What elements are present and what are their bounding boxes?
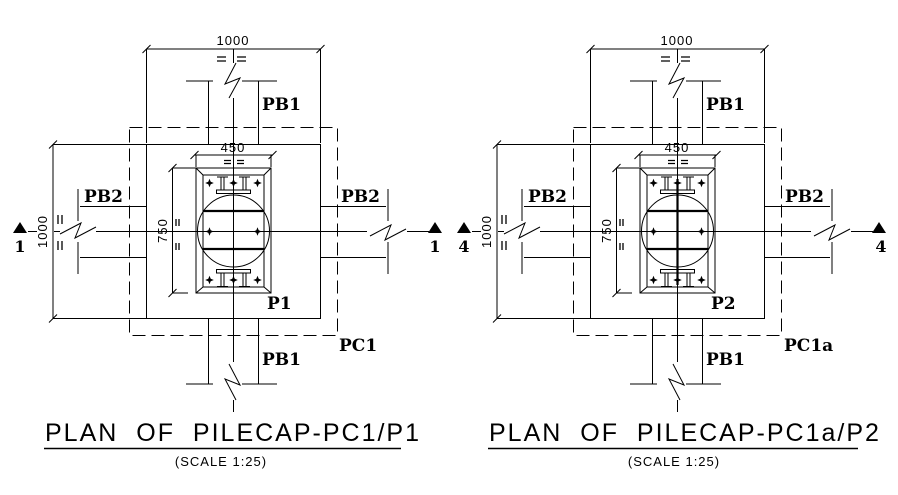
dim-pedestal-width: 450 (221, 140, 246, 155)
dim-pedestal-width: 450 (665, 140, 690, 155)
panel-pilecap-pc1a-p2: 1000 1000 450 750 PB1 PB2 PB2 P2 PC1a PB… (457, 33, 887, 469)
dim-overall-width: 1000 (217, 33, 250, 48)
beam-label-top: PB1 (706, 95, 745, 115)
dim-overall-height: 1000 (479, 215, 494, 248)
beam-label-bottom: PB1 (262, 350, 301, 370)
pilecap-plan-linework (13, 45, 442, 412)
beam-label-top: PB1 (262, 95, 301, 115)
section-marker-number-right: 1 (429, 237, 440, 256)
panel-pilecap-pc1-p1: 1000 1000 450 750 PB1 PB2 PB2 P1 PC1 PB1… (13, 33, 442, 469)
dim-pedestal-height: 750 (155, 218, 170, 243)
beam-label-left: PB2 (84, 187, 123, 207)
beam-label-right: PB2 (785, 187, 824, 207)
scale-note: (SCALE 1:25) (628, 454, 720, 469)
beam-label-bottom: PB1 (706, 350, 745, 370)
section-marker-number-right: 4 (875, 237, 886, 256)
pilecap-label: PC1a (784, 336, 833, 356)
beam-label-left: PB2 (528, 187, 567, 207)
dim-overall-width: 1000 (661, 33, 694, 48)
section-marker-number-left: 1 (14, 237, 25, 256)
scale-note: (SCALE 1:25) (175, 454, 267, 469)
panel-title: PLAN OF PILECAP-PC1/P1 (45, 419, 421, 447)
panel-title: PLAN OF PILECAP-PC1a/P2 (489, 419, 881, 447)
column-label: P1 (267, 294, 292, 314)
pilecap-label: PC1 (339, 336, 377, 356)
column-label: P2 (711, 294, 736, 314)
dim-pedestal-height: 750 (599, 218, 614, 243)
pilecap-plan-linework (457, 45, 886, 412)
section-marker-number-left: 4 (458, 237, 469, 256)
beam-label-right: PB2 (341, 187, 380, 207)
dim-overall-height: 1000 (35, 215, 50, 248)
